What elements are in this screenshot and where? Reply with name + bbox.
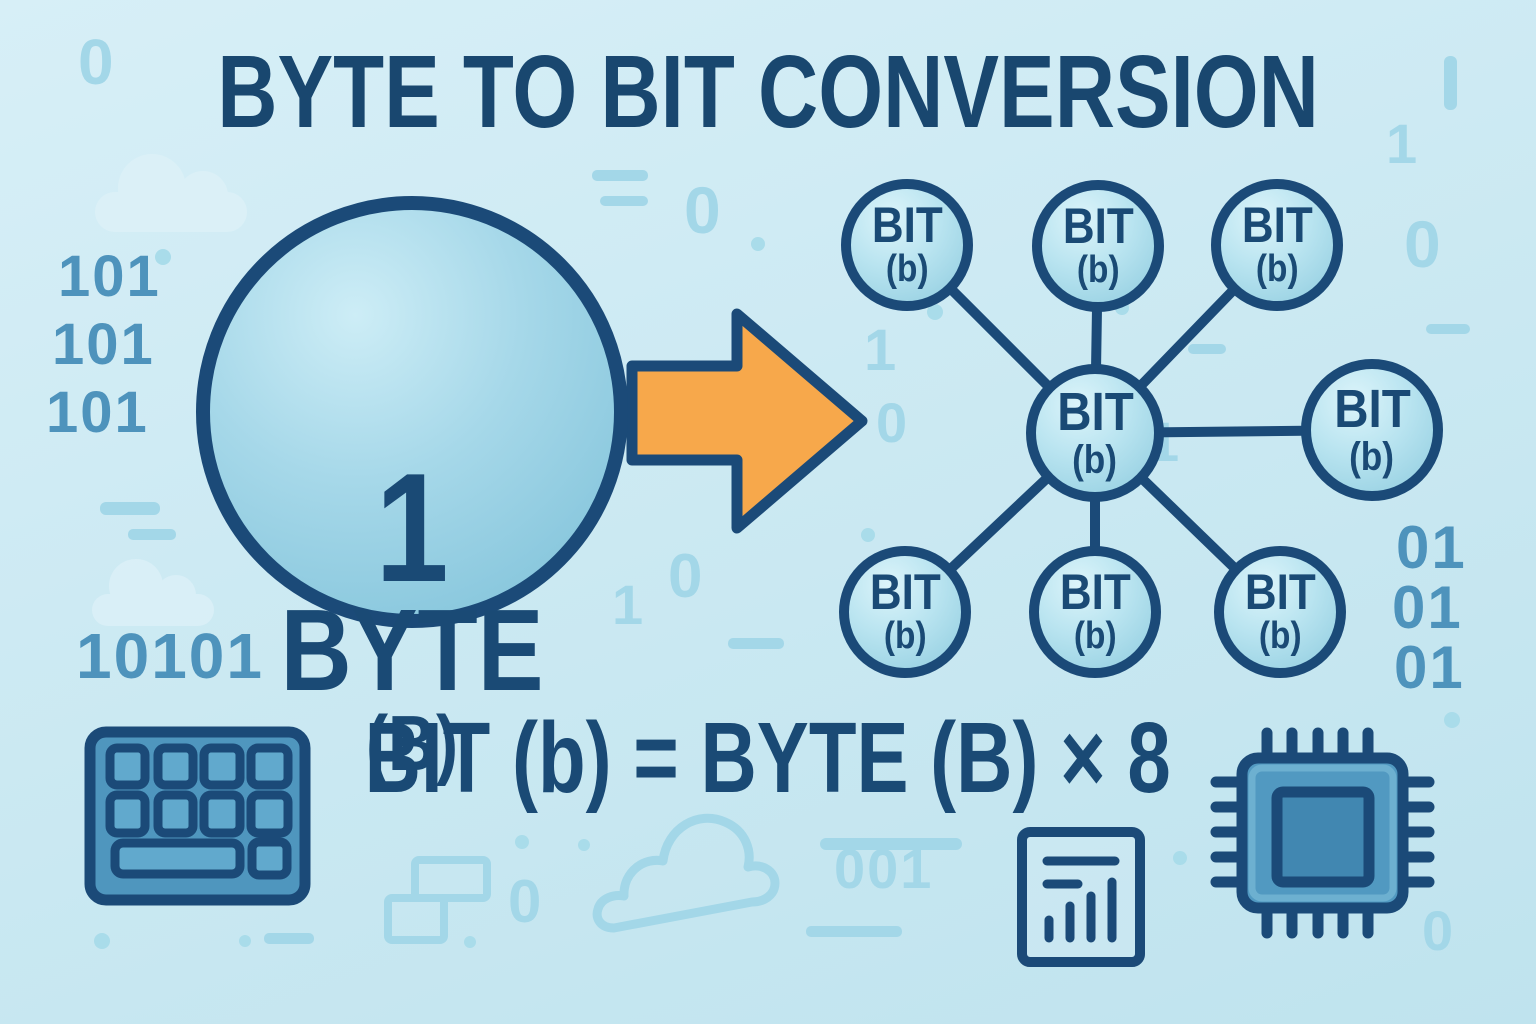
document-chart-icon [1017,827,1145,967]
bit-symbol: (b) [1072,438,1118,482]
bg-digit: 101 [58,244,161,309]
bit-circle: BIT (b) [1211,179,1343,311]
bit-label: BIT [1059,564,1131,621]
bg-digit: 0 [508,868,544,935]
bg-digit: 0 [1404,207,1443,281]
bit-circle: BIT (b) [1301,359,1443,501]
bit-label: BIT [871,197,943,254]
conversion-arrow-icon [626,308,868,534]
title-text: BYTE TO BIT CONVERSION [217,34,1319,149]
bg-digit: 01 [1392,574,1463,641]
byte-circle: 1 BYTE (B) [196,196,628,782]
bg-digit: 0 [876,391,910,454]
bit-symbol: (b) [1076,249,1120,292]
bg-digit: 10101 [76,620,264,692]
bit-symbol: (b) [1073,615,1117,658]
byte-value: 1 [375,441,449,614]
dash-decoration [100,56,1470,944]
conversion-formula: BIT (b) = BYTE (B) × 8 [0,708,1536,808]
bg-digit: 01 [1396,514,1467,581]
byte-unit: BYTE [280,585,544,715]
bg-digit: 0 [78,26,116,98]
bg-digit: 1 [864,318,899,383]
bit-symbol: (b) [1258,615,1302,658]
bit-label: BIT [1056,382,1134,442]
bit-label: BIT [1333,379,1411,439]
bit-label: BIT [1244,564,1316,621]
cloud-outline-decoration [592,813,780,933]
byte-symbol: (B) [365,699,459,787]
bit-label: BIT [1241,197,1313,254]
bit-symbol: (b) [883,615,927,658]
bit-circle: BIT (b) [1032,180,1164,312]
bg-digit: 0 [668,542,705,611]
bit-circle: BIT (b) [1029,546,1161,678]
cloud-decoration [92,559,214,626]
bg-digit: 01 [1394,634,1465,701]
cloud-decoration [95,154,247,232]
bit-symbol: (b) [1255,248,1299,291]
cpu-chip-icon [1210,727,1435,939]
blocks-decoration [384,856,491,944]
bg-digit: 0 [684,173,723,247]
formula-text: BIT (b) = BYTE (B) × 8 [364,702,1172,814]
bit-label: BIT [869,564,941,621]
bit-symbol: (b) [885,248,929,291]
bit-symbol: (b) [1349,435,1395,479]
bit-circle: BIT (b) [1214,546,1346,678]
bg-digit: 1 [1386,112,1420,175]
bit-circle: BIT (b) [839,546,971,678]
bg-digit: 101 [46,380,149,445]
bg-digit: 1 [612,573,646,636]
page-title: BYTE TO BIT CONVERSION [0,40,1536,143]
bg-digit: 101 [52,312,155,377]
keyboard-icon [84,726,311,906]
bit-label: BIT [1062,198,1134,255]
bit-circle: BIT (b) [841,179,973,311]
bit-circle-center: BIT (b) [1026,364,1164,502]
bg-digit: 0 [1422,899,1456,962]
